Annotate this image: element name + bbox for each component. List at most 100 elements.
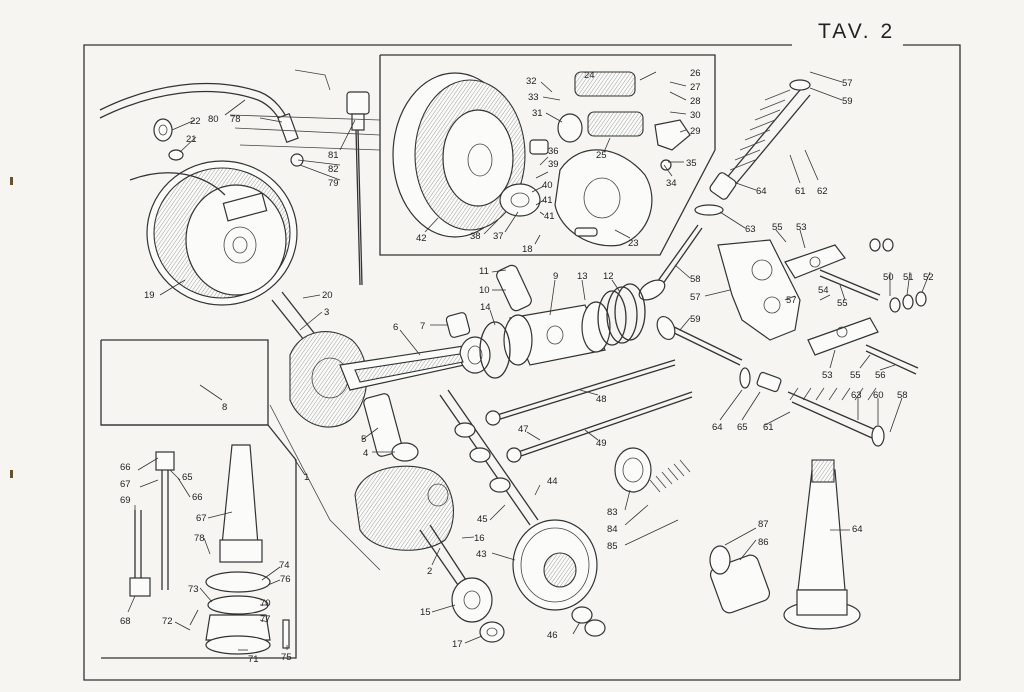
callout-23: 23 xyxy=(628,238,639,249)
callout-34: 34 xyxy=(666,178,677,189)
binding-hole-bottom xyxy=(10,470,13,478)
piston-pin xyxy=(496,264,532,312)
crankshaft-lower xyxy=(354,465,467,586)
hv-cable xyxy=(99,82,304,167)
callout-68: 64 xyxy=(852,524,863,535)
rocker-washers xyxy=(869,238,927,313)
rocker-support xyxy=(717,239,801,341)
callout-38: 38 xyxy=(470,231,481,242)
callout-67b: 65 xyxy=(737,422,748,433)
callout-44: 44 xyxy=(547,476,558,487)
callout-91: 84 xyxy=(607,524,618,535)
callout-47: 47 xyxy=(518,424,529,435)
callout-37: 37 xyxy=(493,231,504,242)
callout-73: 67 xyxy=(120,479,131,490)
callout-45: 45 xyxy=(477,514,488,525)
callout-59: 58 xyxy=(690,274,701,285)
callout-65a: 62 xyxy=(817,186,828,197)
callout-4: 4 xyxy=(363,448,368,459)
frame-tubes xyxy=(229,69,381,151)
callout-1: 1 xyxy=(304,472,309,483)
gasket-set xyxy=(205,571,290,655)
callout-75: 69 xyxy=(120,495,131,506)
callout-9: 9 xyxy=(553,271,558,282)
callout-21: 21 xyxy=(186,134,197,145)
callout-72: 67 xyxy=(196,513,207,524)
callout-36: 36 xyxy=(548,146,559,157)
callout-56: 55 xyxy=(837,298,848,309)
plate-frame xyxy=(83,44,961,681)
piston xyxy=(503,301,611,366)
extractor-tool-72 xyxy=(219,444,263,563)
callout-46: 46 xyxy=(547,630,558,641)
callout-58: 57 xyxy=(690,292,701,303)
callout-92: 85 xyxy=(607,541,618,552)
callout-70: 66 xyxy=(120,462,131,473)
push-rods xyxy=(485,359,693,463)
cam-nuts xyxy=(571,606,606,637)
crank-gear xyxy=(451,577,493,623)
crank-nut xyxy=(479,621,505,643)
inlet-valve xyxy=(638,224,703,301)
callout-67a: 64 xyxy=(756,186,767,197)
callout-66b: 64 xyxy=(712,422,723,433)
callout-49: 49 xyxy=(596,438,607,449)
rocker-shafts xyxy=(819,269,919,375)
plate-title: TAV. 2 xyxy=(812,20,902,44)
gear-shaft-inset-frame xyxy=(101,404,381,659)
callout-13: 13 xyxy=(577,271,588,282)
callout-88: 81 xyxy=(328,150,339,161)
magneto-cam xyxy=(499,139,549,217)
gear-shaft xyxy=(155,451,175,590)
callout-numbers: 22 21 80 78 81 82 79 19 20 3 6 7 8 9 11 … xyxy=(120,68,934,665)
callout-2: 2 xyxy=(427,566,432,577)
crank-pin xyxy=(363,393,419,462)
callout-69: 65 xyxy=(182,472,193,483)
stator-plate xyxy=(554,149,653,247)
callout-53: 53 xyxy=(796,222,807,233)
crankshaft-upper xyxy=(271,291,368,428)
valve-spring-upper xyxy=(694,79,811,216)
callout-20: 20 xyxy=(322,290,333,301)
callout-41b: 41 xyxy=(544,211,555,222)
contact-breaker xyxy=(654,119,691,171)
callout-52: 52 xyxy=(923,272,934,283)
callout-54: 53 xyxy=(822,370,833,381)
callout-79: 73 xyxy=(188,584,199,595)
magneto-inset-frame xyxy=(379,54,716,256)
exhaust-valve xyxy=(656,316,743,366)
callout-81: 75 xyxy=(281,652,292,663)
callout-50: 50 xyxy=(883,272,894,283)
callout-71: 66 xyxy=(192,492,203,503)
callout-78: 72 xyxy=(162,616,173,627)
callout-63b: 60 xyxy=(873,390,884,401)
callout-17: 17 xyxy=(452,639,463,650)
callout-80: 74 xyxy=(279,560,290,571)
callout-10: 10 xyxy=(479,285,490,296)
callout-40: 40 xyxy=(542,180,553,191)
callout-30: 30 xyxy=(690,110,701,121)
connecting-rod xyxy=(339,336,491,391)
callout-24: 24 xyxy=(584,70,595,81)
callout-29: 29 xyxy=(690,126,701,137)
cable-nut xyxy=(153,118,184,161)
callout-86: 79 xyxy=(328,178,339,189)
callout-83: 77 xyxy=(260,614,271,625)
callout-41: 41 xyxy=(542,195,553,206)
callout-55b: 55 xyxy=(850,370,861,381)
tensioner-assembly xyxy=(614,447,771,614)
extractor-tool-68 xyxy=(783,459,861,630)
callout-6: 6 xyxy=(393,322,398,333)
callout-48: 48 xyxy=(596,394,607,405)
callout-39: 39 xyxy=(548,159,559,170)
callout-14: 14 xyxy=(480,302,491,313)
callout-51: 51 xyxy=(903,272,914,283)
callout-84: 78 xyxy=(194,533,205,544)
callout-94: 87 xyxy=(758,519,769,530)
callout-11: 11 xyxy=(479,266,489,277)
callout-87: 80 xyxy=(208,114,219,125)
callout-90: 83 xyxy=(607,507,618,518)
callout-74: 68 xyxy=(120,616,131,627)
